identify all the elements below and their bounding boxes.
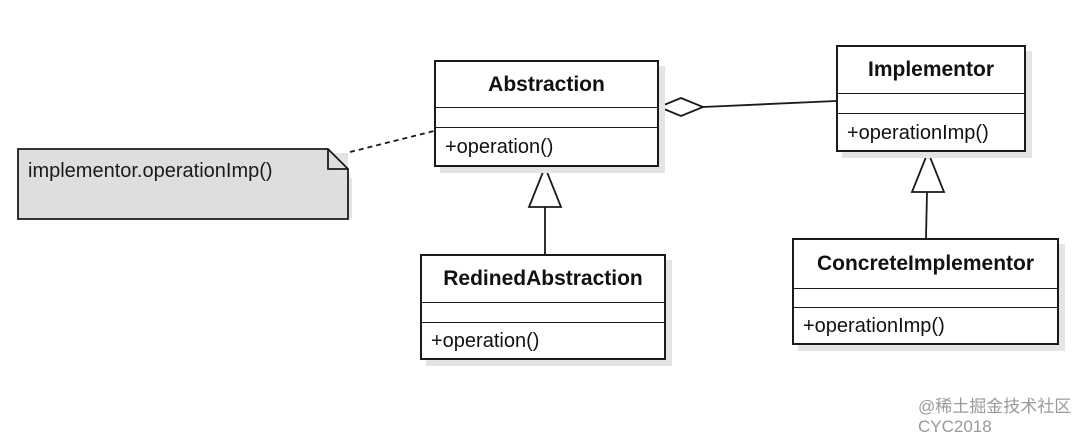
diagram-connectors xyxy=(17,97,946,254)
attributes-compartment xyxy=(838,94,1024,114)
class-name: ConcreteImplementor xyxy=(794,240,1057,289)
note-shape xyxy=(17,148,352,220)
attributes-compartment xyxy=(794,289,1057,308)
operation: +operationImp() xyxy=(803,315,945,337)
class-refined-abstraction: RedinedAbstraction +operation() xyxy=(420,254,666,360)
class-name: RedinedAbstraction xyxy=(422,256,664,303)
class-abstraction: Abstraction +operation() xyxy=(434,60,659,167)
class-name: Implementor xyxy=(838,47,1024,94)
note-text: implementor.operationImp() xyxy=(28,160,273,182)
class-concrete-implementor: ConcreteImplementor +operationImp() xyxy=(792,238,1059,345)
attributes-compartment xyxy=(422,303,664,323)
operation: +operation() xyxy=(431,330,540,352)
generalization-arrow-abstraction xyxy=(527,164,563,208)
attributes-compartment xyxy=(436,108,657,128)
aggregation-line xyxy=(702,100,837,108)
aggregation-diamond xyxy=(656,97,706,117)
generalization-line-implementor xyxy=(925,191,928,239)
generalization-arrow-implementor xyxy=(910,149,946,193)
watermark: @稀土掘金技术社区 CYC2018 xyxy=(918,397,1072,436)
note-anchor-line xyxy=(349,130,435,153)
class-implementor: Implementor +operationImp() xyxy=(836,45,1026,152)
operation: +operation() xyxy=(445,135,554,158)
class-name: Abstraction xyxy=(436,62,657,108)
operation: +operationImp() xyxy=(847,121,989,144)
